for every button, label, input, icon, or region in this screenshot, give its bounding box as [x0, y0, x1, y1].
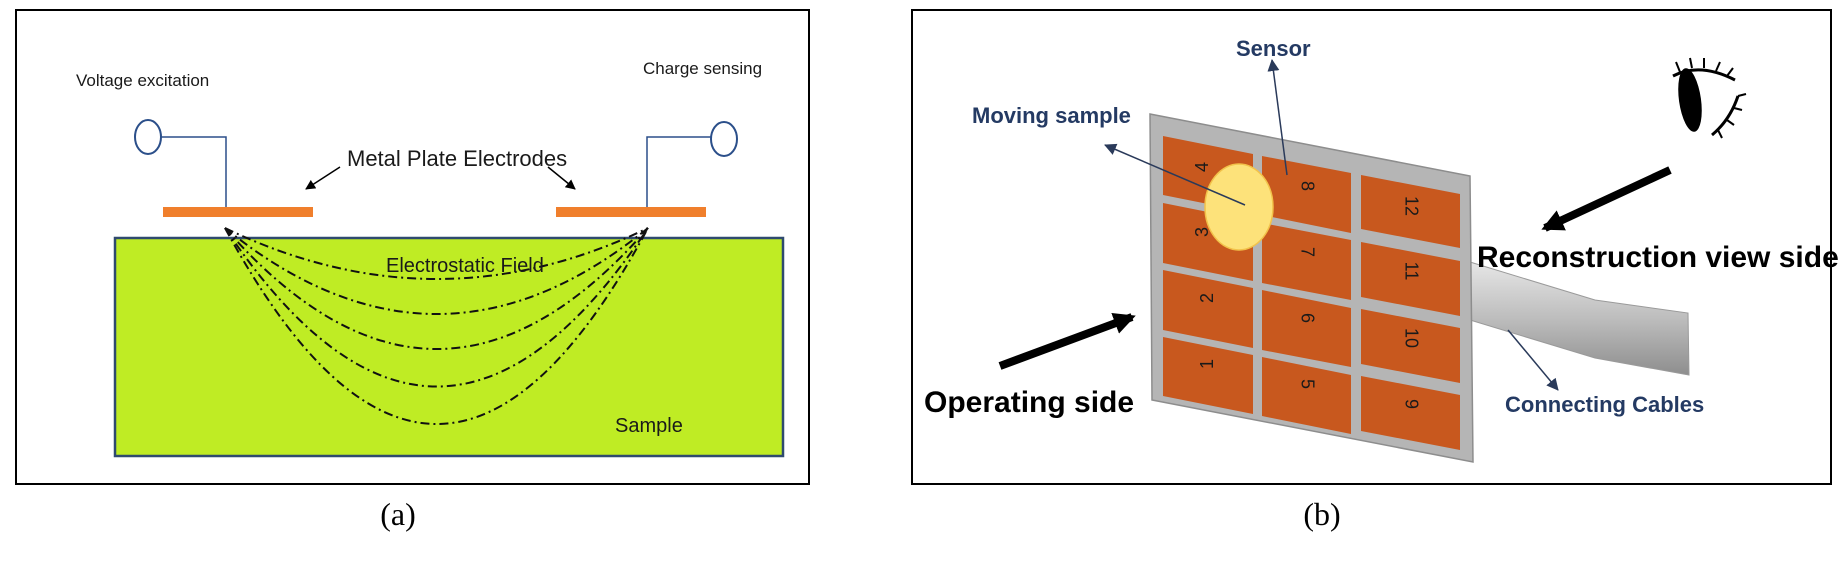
sensor-cell [1163, 270, 1253, 348]
metal-plate-electrodes-label: Metal Plate Electrodes [347, 146, 567, 171]
panel-a-caption: (a) [380, 496, 416, 532]
charge-sensing-label: Charge sensing [643, 59, 762, 78]
sensor-label: Sensor [1236, 36, 1311, 61]
moving-sample-pointer [1104, 143, 1246, 206]
panel-b-caption: (b) [1303, 496, 1340, 532]
sensor-cell-grid [1163, 136, 1460, 450]
cable-pointer [1507, 329, 1559, 391]
cell-number: 9 [1401, 399, 1421, 409]
cell-number: 4 [1192, 162, 1212, 172]
eye-icon [1672, 57, 1747, 139]
reconstruction-arrow-icon [1541, 166, 1672, 232]
connecting-cables-label: Connecting Cables [1505, 392, 1704, 417]
sensor-cell [1361, 376, 1460, 450]
moving-sample-disc [1204, 163, 1274, 251]
field-lines [224, 227, 649, 425]
right-electrode [556, 207, 706, 217]
sensor-cell-numbers: 1 2 3 4 5 6 7 8 9 10 11 12 [1192, 162, 1422, 409]
sensor-cell [1361, 309, 1460, 383]
voltage-wire [161, 136, 227, 210]
cell-number: 7 [1297, 247, 1317, 257]
cell-number: 1 [1197, 359, 1217, 369]
panel-a: Voltage excitation Charge sensing Metal … [15, 9, 810, 532]
sample-block [113, 236, 785, 458]
charge-wire [646, 136, 711, 210]
cell-number: 3 [1192, 227, 1212, 237]
sensor-pointer [1267, 59, 1288, 176]
electrode-arrow-right [547, 166, 576, 190]
left-electrode [163, 207, 313, 217]
panel-b: 1 2 3 4 5 6 7 8 9 10 11 12 [911, 9, 1839, 532]
sensor-cell [1262, 357, 1351, 434]
reconstruction-view-side-label: Reconstruction view side [1477, 241, 1839, 274]
moving-sample-label: Moving sample [972, 103, 1131, 128]
sensor-cell [1262, 290, 1351, 367]
sensor-cell [1262, 156, 1351, 233]
cell-number: 12 [1401, 196, 1421, 216]
sample-label: Sample [615, 415, 683, 437]
voltage-terminal-icon [134, 119, 162, 155]
cell-number: 8 [1297, 181, 1317, 191]
electrostatic-field-label: Electrostatic Field [386, 255, 544, 277]
electrode-arrow-left [305, 166, 341, 190]
cell-number: 2 [1197, 293, 1217, 303]
sensor-cell [1361, 242, 1460, 316]
sensor-cell [1262, 223, 1351, 300]
sensor-cell [1361, 175, 1460, 248]
operating-arrow-icon [998, 312, 1136, 370]
cell-number: 10 [1401, 328, 1421, 348]
operating-side-label: Operating side [924, 386, 1134, 419]
cell-number: 6 [1297, 313, 1317, 323]
cell-number: 11 [1401, 262, 1421, 281]
sensor-cell [1163, 337, 1253, 414]
charge-terminal-icon [710, 121, 738, 157]
voltage-excitation-label: Voltage excitation [76, 71, 209, 90]
cell-number: 5 [1297, 379, 1317, 389]
